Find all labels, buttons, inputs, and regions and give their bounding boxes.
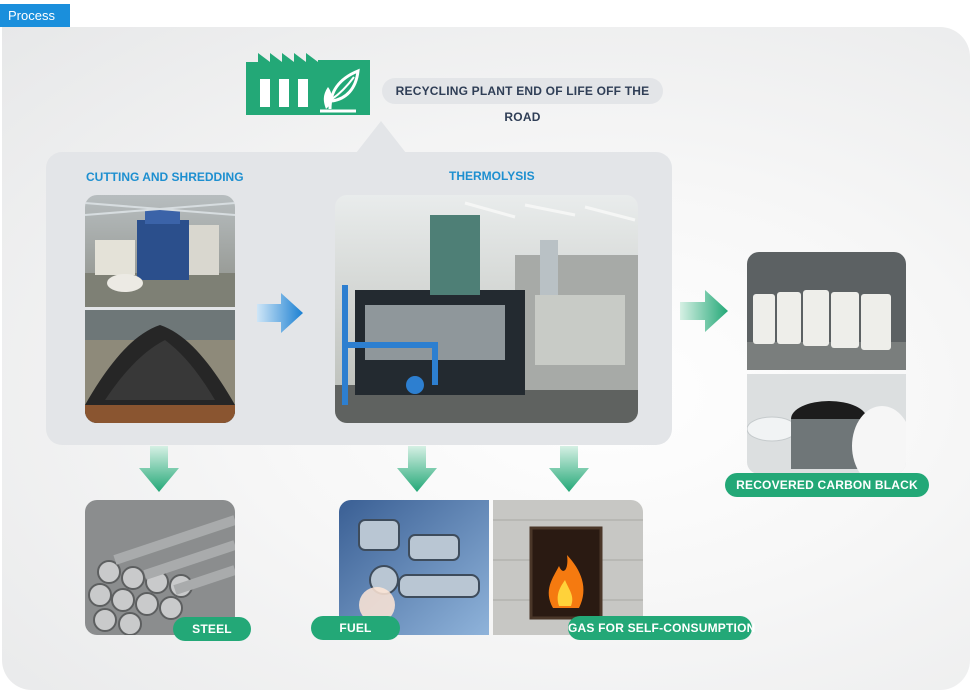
page-title: RECYCLING PLANT END OF LIFE OFF THE ROAD [382,78,663,124]
carbon-black-jar-photo [747,374,906,474]
arrow-down-icon [549,446,589,492]
fuel-engine-photo [339,500,489,635]
output-label-carbon-black: RECOVERED CARBON BLACK [725,473,929,497]
stage-title-thermolysis: THERMOLYSIS [449,169,535,183]
shredded-rubber-photo [85,310,235,423]
output-label-gas: GAS FOR SELF-CONSUMPTION [568,616,755,640]
gas-furnace-photo [493,500,643,635]
output-label-fuel: FUEL [311,616,400,640]
arrow-down-icon [397,446,437,492]
arrow-down-icon [139,446,179,492]
shredding-machine-photo [85,195,235,307]
recycling-plant-leaf-icon [246,49,370,115]
process-tab[interactable]: Process [0,4,70,27]
arrow-right-icon [257,293,303,333]
process-box-notch [356,121,406,153]
steel-rebar-photo [85,500,235,635]
output-label-steel: STEEL [173,617,251,641]
stage-title-cutting: CUTTING AND SHREDDING [86,170,244,184]
thermolysis-plant-photo [335,195,638,423]
carbon-black-bags-photo [747,252,906,370]
arrow-right-icon [680,290,728,332]
